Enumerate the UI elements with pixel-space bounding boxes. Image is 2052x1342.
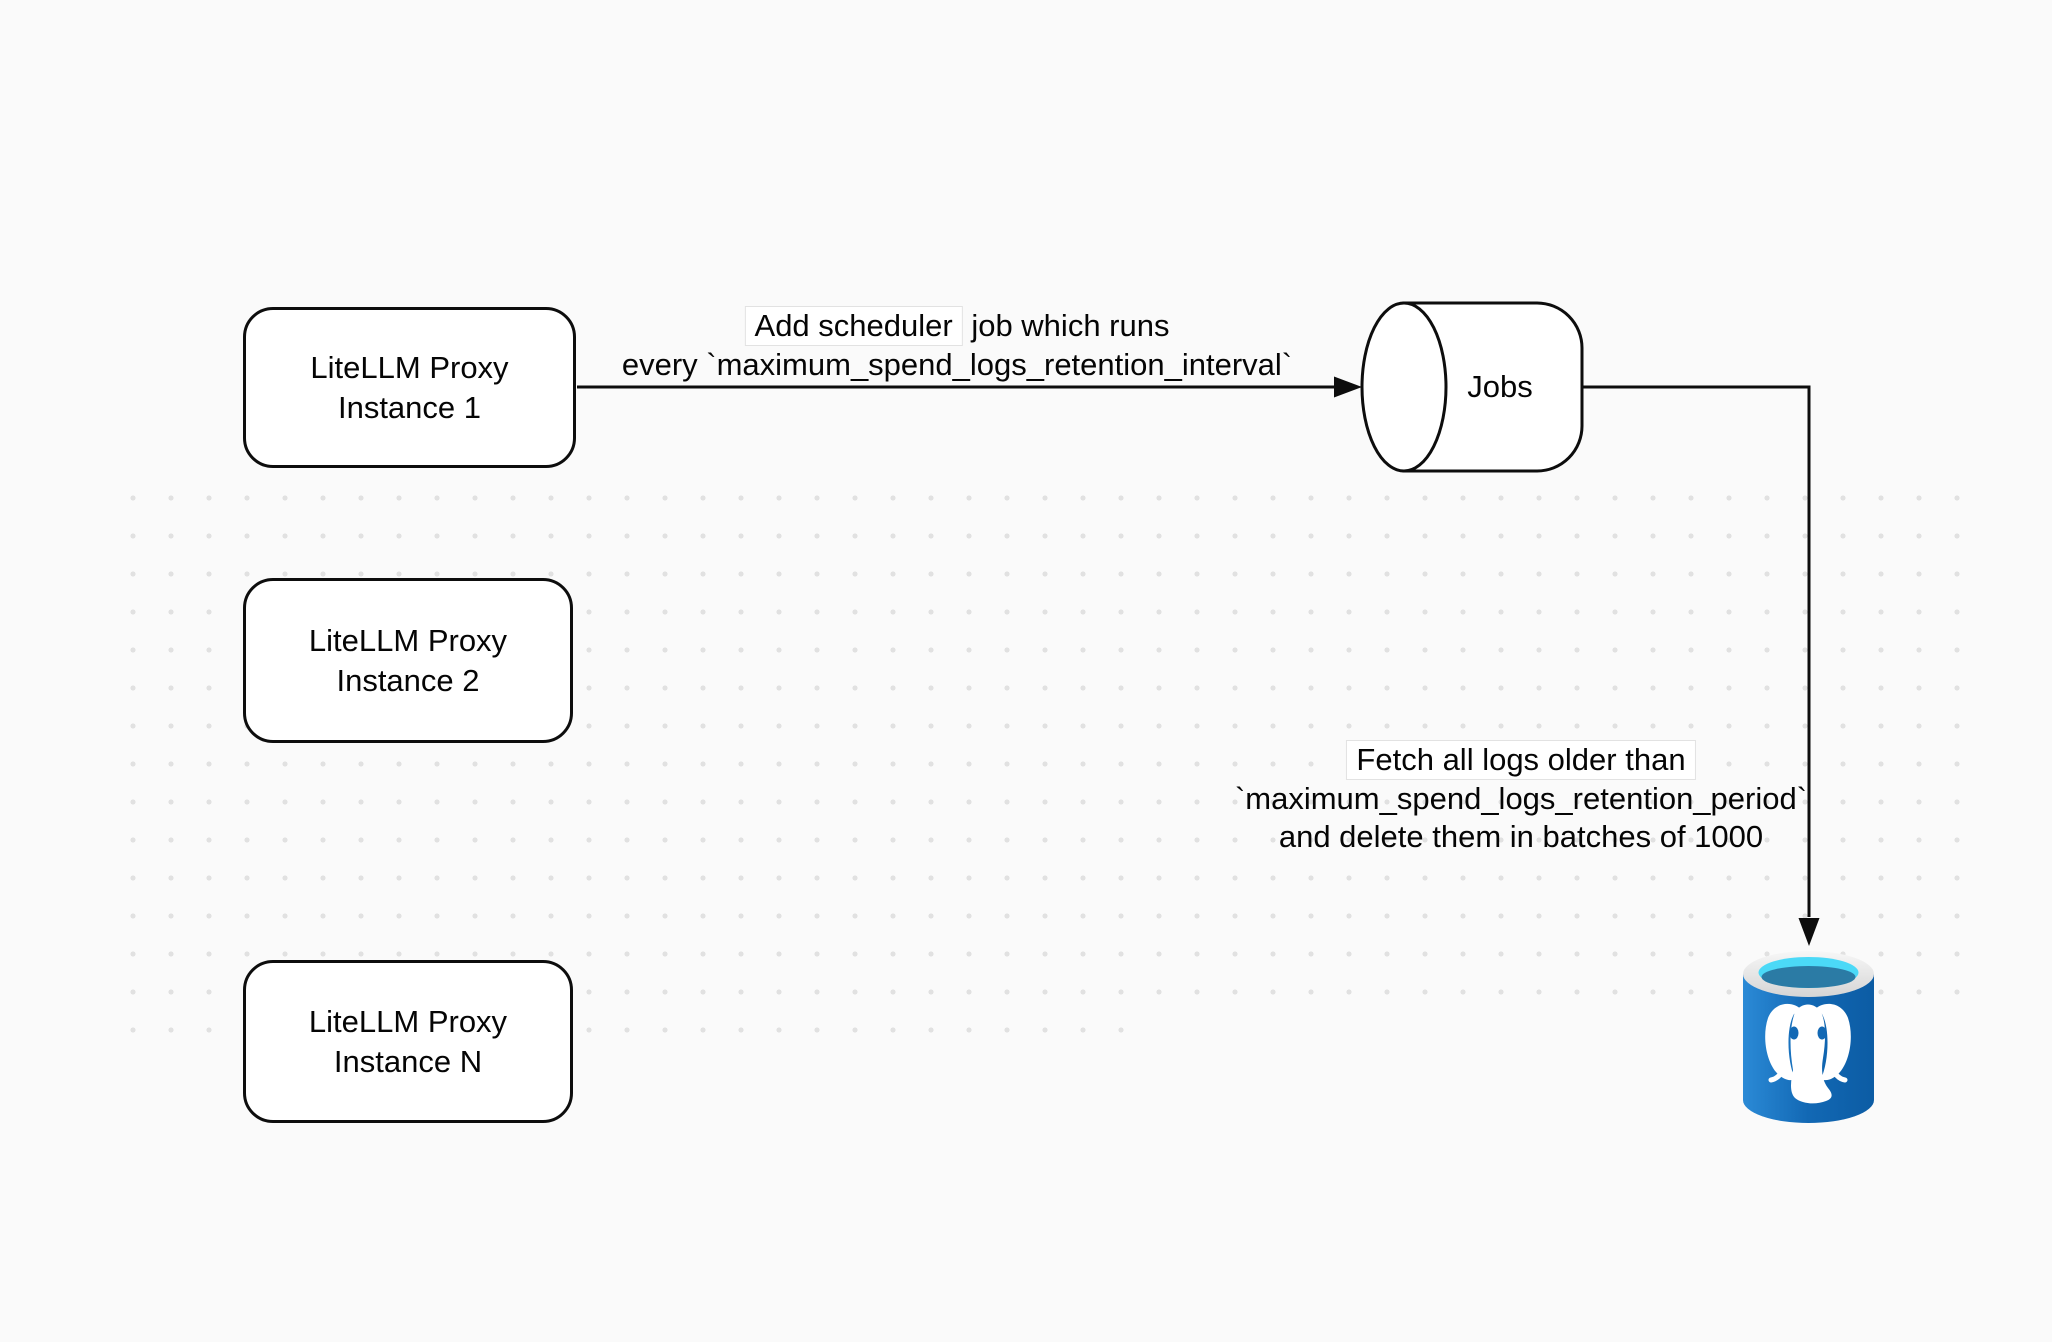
node-label-line: Instance N	[333, 1043, 483, 1079]
edge-label-line: Fetch all logs older than	[1235, 740, 1807, 780]
edge-label-scheduler: Add scheduler job which runs every `maxi…	[622, 306, 1292, 384]
edge-label-line: Add scheduler job which runs	[622, 306, 1292, 346]
edge-arrow-scheduler	[577, 376, 1362, 398]
edge-label-line: and delete them in batches of 1000	[1278, 819, 1764, 854]
node-label-line: Instance 1	[337, 389, 482, 425]
node-label-line: LiteLLM Proxy	[308, 622, 508, 658]
postgres-elephant-icon	[1765, 1003, 1851, 1104]
node-label-line: LiteLLM Proxy	[310, 349, 509, 385]
node-litellm-proxy-instance-2: LiteLLM Proxy Instance 2	[243, 578, 573, 743]
edge-label-line: every `maximum_spend_logs_retention_inte…	[621, 347, 1293, 382]
arrowhead-right-icon	[1334, 376, 1362, 398]
node-litellm-proxy-instance-1: LiteLLM Proxy Instance 1	[243, 307, 576, 468]
edge-label-line: `maximum_spend_logs_retention_period`	[1234, 781, 1808, 816]
node-label-line: Instance 2	[336, 662, 480, 698]
postgresql-icon	[1743, 951, 1874, 1123]
node-litellm-proxy-instance-n: LiteLLM Proxy Instance N	[243, 960, 573, 1123]
node-jobs-label: Jobs	[1467, 369, 1533, 404]
edge-label-fetch: Fetch all logs older than `maximum_spend…	[1235, 740, 1807, 856]
jobs-cylinder-shape	[1360, 301, 1584, 473]
edge-label-highlight: Fetch all logs older than	[1346, 740, 1696, 780]
edge-arrow-fetch	[1582, 385, 1820, 946]
node-label-line: LiteLLM Proxy	[308, 1003, 508, 1039]
arrowhead-down-icon	[1798, 918, 1820, 946]
edge-label-text: job which runs	[962, 308, 1170, 343]
edge-label-highlight: Add scheduler	[744, 306, 963, 346]
